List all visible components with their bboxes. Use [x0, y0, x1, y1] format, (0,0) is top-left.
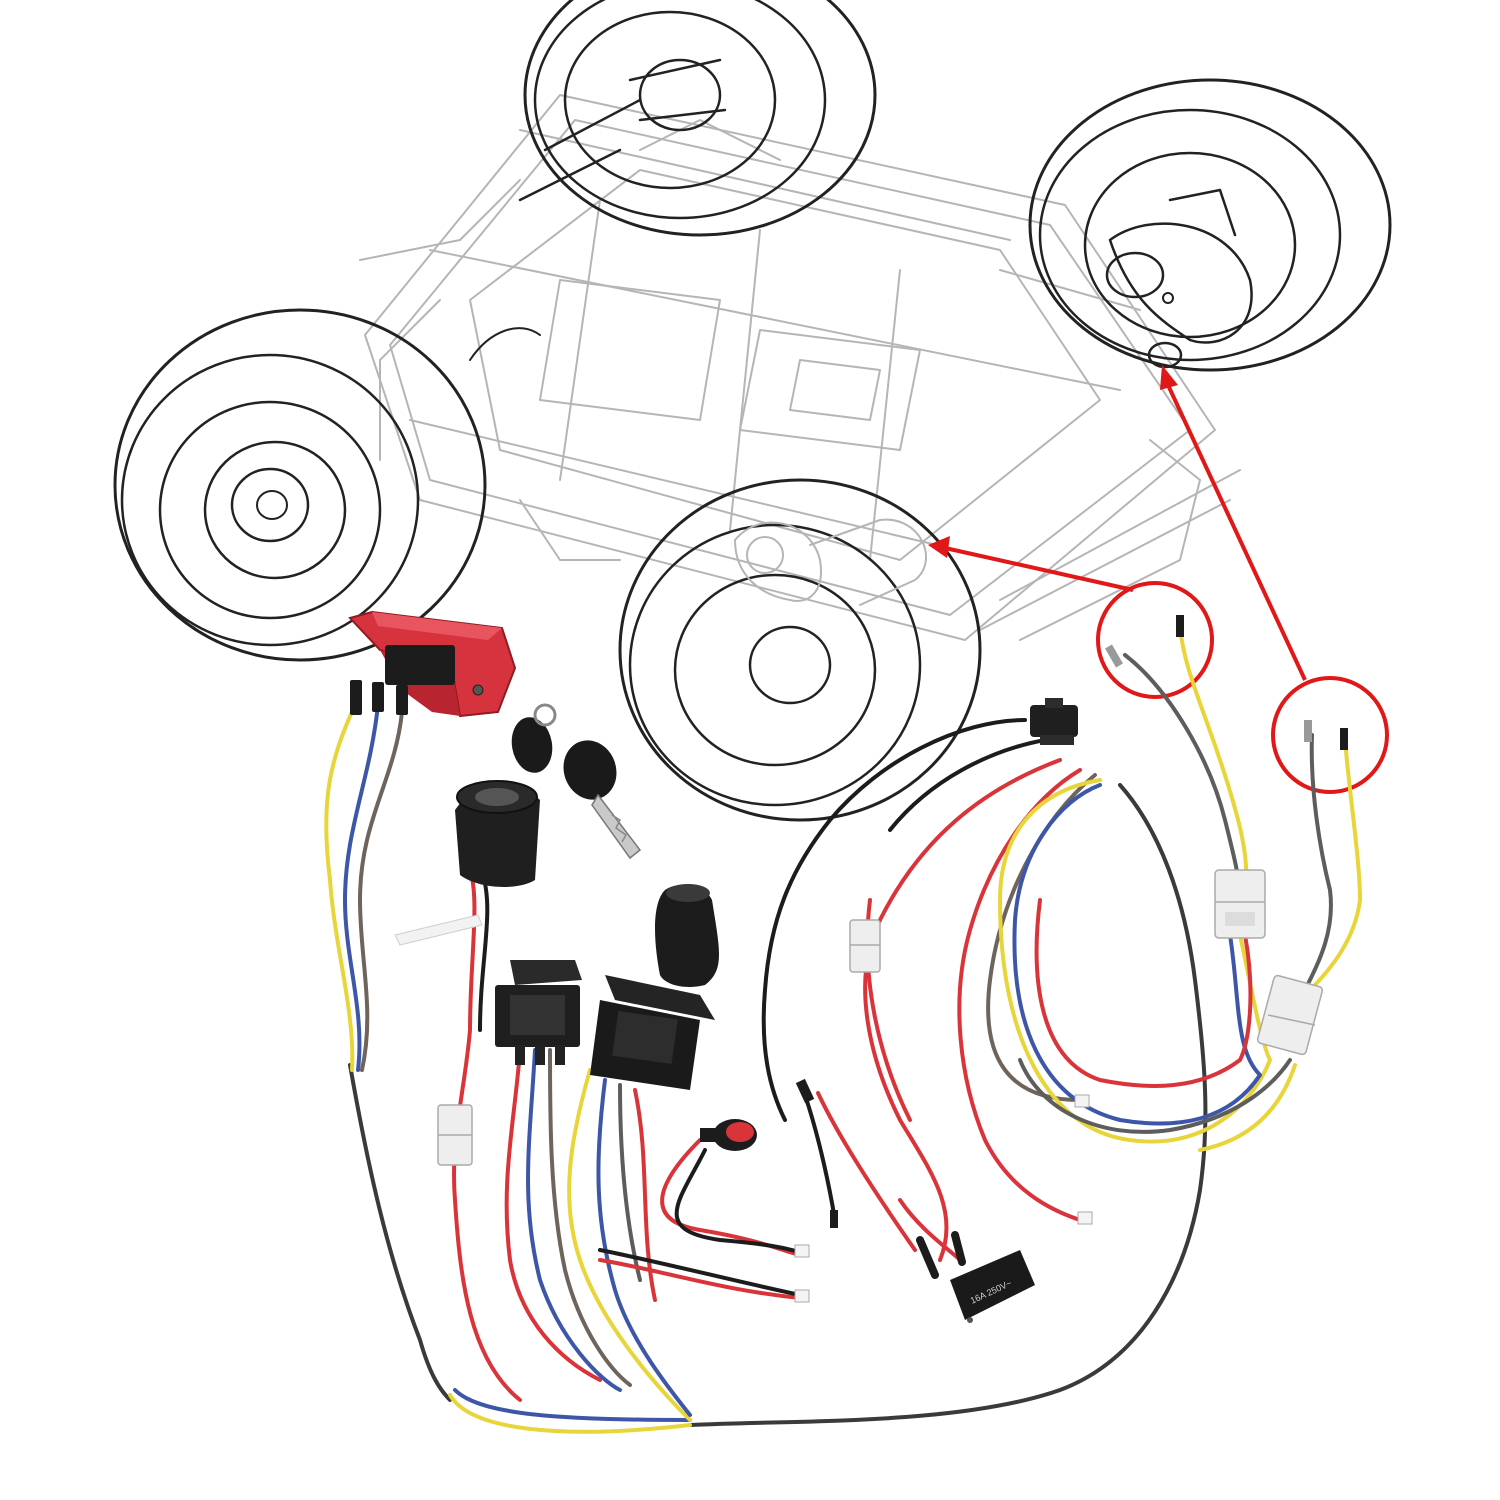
- foot-pedal-icon: [348, 610, 517, 718]
- rocker-switch-icon: [495, 960, 582, 1065]
- jst-connector-3: [1074, 1094, 1090, 1108]
- connector-right-upper: [1214, 869, 1266, 939]
- jst-connector-4: [1077, 1211, 1093, 1225]
- cable-tie: [394, 914, 483, 946]
- callout-arrow-to-rear-motor: [1166, 384, 1307, 681]
- callout-arrowhead-front: [928, 536, 950, 558]
- callout-annotations: [928, 365, 1389, 794]
- harness-left-sheath: [348, 1063, 452, 1402]
- controller-plug: [1030, 698, 1078, 745]
- ignition-key-icon: [455, 703, 642, 887]
- terminal-set: [795, 615, 1348, 1228]
- chassis-frame: [359, 94, 1241, 641]
- micro-switch-icon: 16A 250V~: [916, 1231, 1035, 1323]
- wiring-harness: 16A 250V~: [324, 610, 1362, 1434]
- connector-right-lower: [1256, 974, 1324, 1056]
- gear-shifter-icon: [590, 884, 720, 1090]
- callout-arrow-to-front-motor: [944, 546, 1134, 592]
- wheel-front-left: [113, 308, 487, 662]
- jst-connector-2: [794, 1289, 810, 1303]
- callout-circle-right: [1271, 676, 1389, 794]
- callout-circle-left: [1096, 581, 1214, 699]
- connector-left: [437, 1104, 473, 1166]
- wheel-front-right: [618, 478, 982, 822]
- harness-main-sheath: [688, 783, 1208, 1427]
- connector-center: [849, 919, 881, 973]
- wheel-back-right: [1028, 78, 1392, 372]
- wheel-back-left: [523, 0, 877, 237]
- jst-connector-1: [794, 1244, 810, 1258]
- car-chassis-sketch: [113, 0, 1392, 822]
- red-button-icon: [700, 1119, 757, 1151]
- callout-arrowhead-rear: [1160, 365, 1178, 390]
